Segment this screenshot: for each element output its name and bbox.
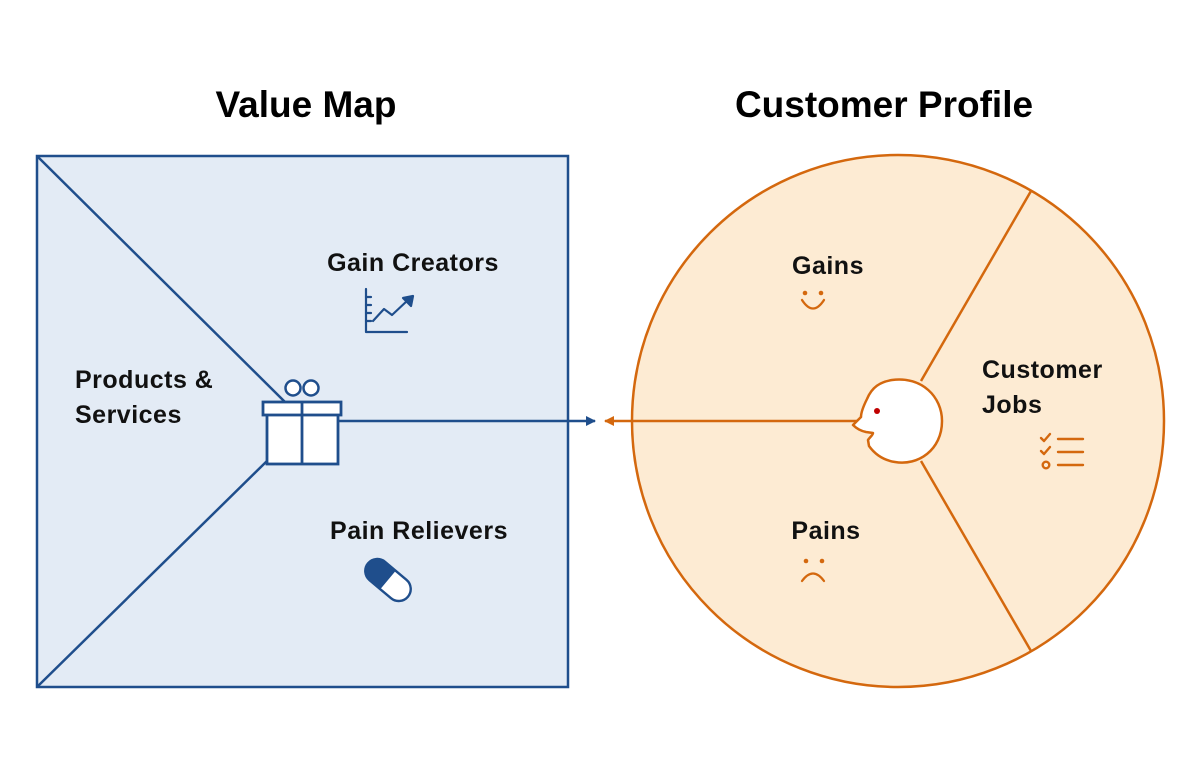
value-map-title: Value Map [216, 84, 397, 125]
customer-jobs-label-line2: Jobs [982, 391, 1042, 419]
customer-jobs-label-line1: Customer [982, 356, 1103, 384]
profile-divider-top [919, 190, 1033, 382]
customer-profile-title: Customer Profile [735, 84, 1033, 125]
gains-label: Gains [792, 252, 864, 280]
pains-label: Pains [791, 517, 860, 545]
checklist-icon [1039, 432, 1085, 470]
pill-icon [364, 557, 412, 603]
gain-creators-label: Gain Creators [327, 249, 499, 277]
customer-profile: Gains Pains Customer Jobs [604, 153, 1166, 689]
smile-icon [800, 290, 826, 310]
value-map: Gain Creators Products & Services Pain R… [35, 154, 596, 689]
gift-icon [261, 379, 343, 466]
value-map-divider-bottom [36, 459, 269, 688]
products-services-label-line1: Products & [75, 366, 213, 394]
frown-icon [800, 558, 826, 583]
pain-relievers-label: Pain Relievers [330, 517, 508, 545]
head-icon [851, 378, 944, 464]
value-map-divider-top [36, 155, 287, 404]
growth-chart-icon [364, 287, 415, 334]
profile-divider-bottom [919, 460, 1033, 652]
products-services-label-line2: Services [75, 401, 182, 429]
